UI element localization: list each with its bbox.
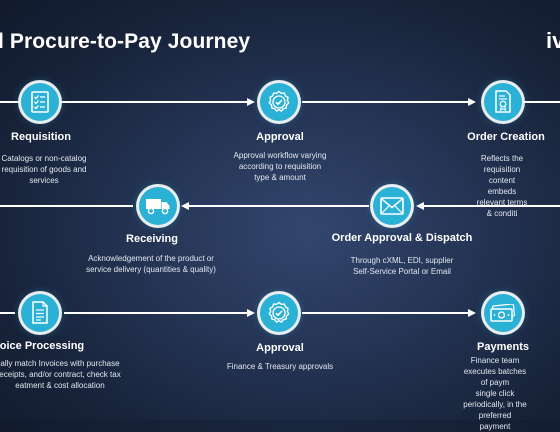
- approval-node[interactable]: [260, 83, 298, 121]
- envelope-icon: [380, 197, 404, 215]
- badge-check-icon: [268, 90, 290, 113]
- receiving-title: Receiving: [126, 233, 178, 245]
- checklist-icon: [31, 91, 49, 113]
- order-creation-description: Reflects the requisition content embeds …: [476, 154, 528, 218]
- requisition-description: Catalogs or non-catalog requisition of g…: [1, 154, 87, 185]
- payments-description: Finance team executes batches of paym si…: [463, 356, 527, 431]
- payments-title: Payments: [477, 341, 529, 353]
- requisition-node[interactable]: [21, 83, 59, 121]
- order-dispatch-title: Order Approval & Dispatch: [331, 232, 473, 244]
- certificate-document-icon: [495, 90, 511, 113]
- money-bill-icon: [490, 304, 516, 322]
- invoice-document-icon: [32, 301, 48, 324]
- flow-connectors: [181, 98, 476, 317]
- invoice-processing-title: Invoice Processing: [0, 340, 85, 352]
- finance-approval-node[interactable]: [260, 294, 298, 332]
- receiving-node[interactable]: [139, 187, 177, 225]
- requisition-title: Requisition: [11, 131, 71, 143]
- invoice-processing-description: ally match Invoices with purchase eceipt…: [0, 359, 121, 390]
- delivery-truck-icon: [146, 199, 170, 215]
- order-dispatch-node[interactable]: [373, 187, 411, 225]
- order-creation-node[interactable]: [484, 83, 522, 121]
- brand-logo: iv: [546, 28, 560, 53]
- invoice-processing-node[interactable]: [21, 294, 59, 332]
- finance-approval-description: Finance & Treasury approvals: [226, 362, 334, 371]
- approval-title: Approval: [256, 131, 304, 143]
- finance-approval-title: Approval: [256, 342, 304, 354]
- page-title: l Procure-to-Pay Journey: [0, 30, 251, 53]
- order-creation-title: Order Creation: [467, 131, 545, 143]
- payments-node[interactable]: [484, 294, 522, 332]
- receiving-description: Acknowledgement of the product or servic…: [86, 254, 216, 274]
- badge-check-icon: [268, 301, 290, 324]
- order-dispatch-description: Through cXML, EDI, supplier Self-Service…: [350, 256, 454, 276]
- approval-description: Approval workflow varying according to r…: [233, 151, 327, 182]
